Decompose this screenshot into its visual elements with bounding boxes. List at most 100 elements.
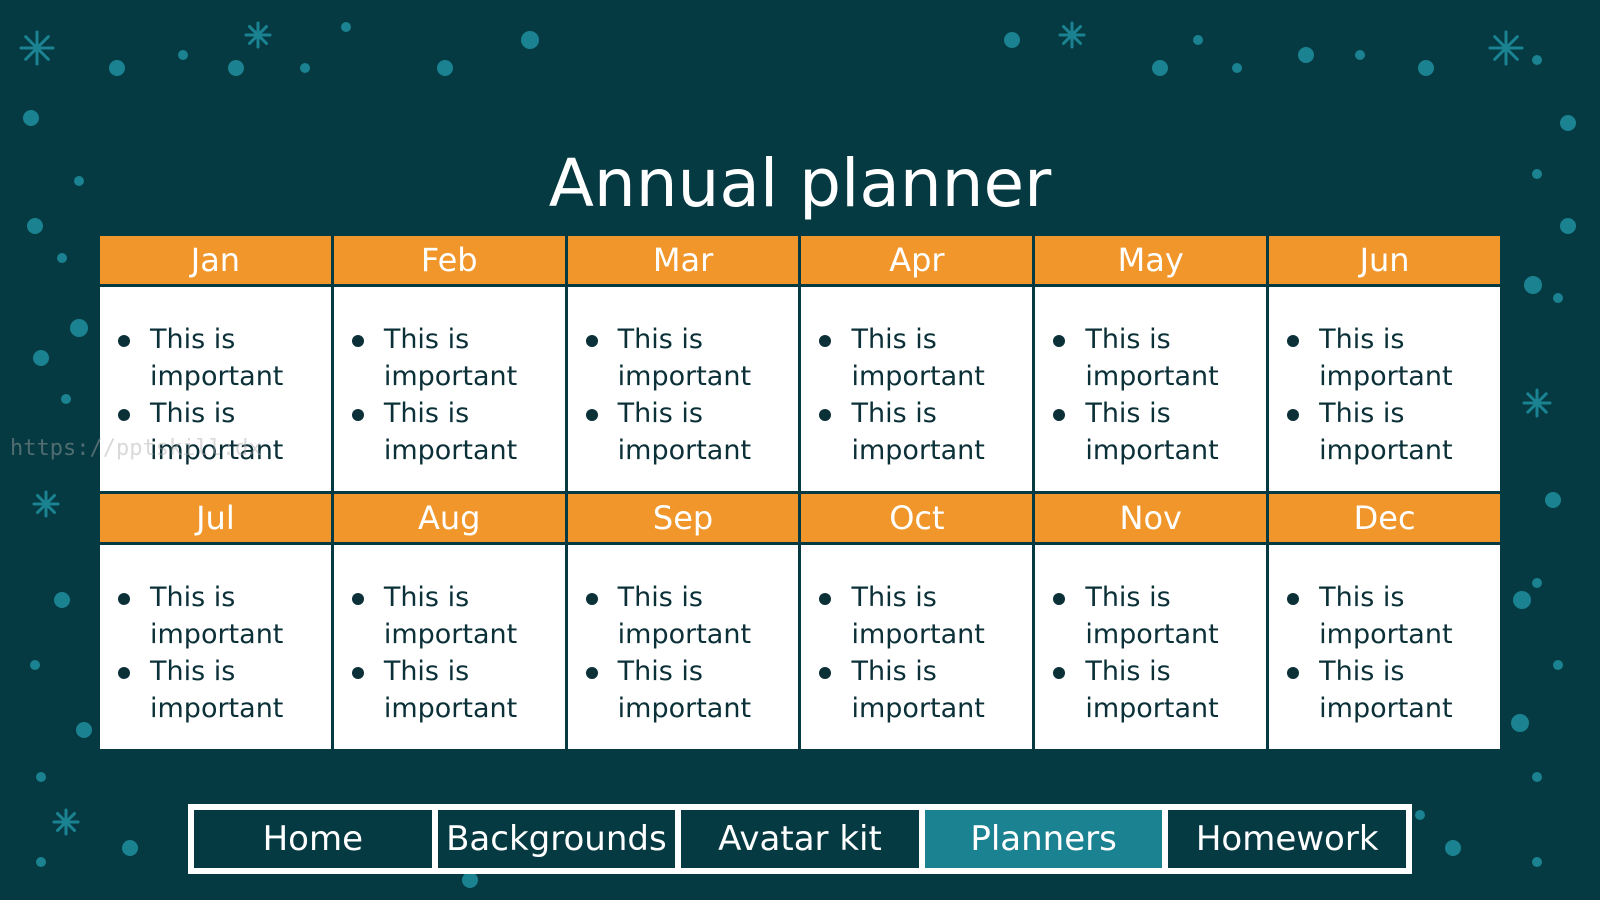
snow-dot <box>462 872 478 888</box>
nav-button-planners[interactable]: Planners <box>924 810 1163 868</box>
snow-dot <box>1232 63 1242 73</box>
snow-dot <box>30 660 40 670</box>
nav-button-homework[interactable]: Homework <box>1168 810 1406 868</box>
bullet-item: This is important <box>350 653 557 727</box>
month-header-dec: Dec <box>1269 494 1500 542</box>
month-header-jul: Jul <box>100 494 331 542</box>
bullet-item: This is important <box>1285 653 1492 727</box>
snow-dot <box>70 319 88 337</box>
snow-dot <box>341 22 351 32</box>
bullet-item: This is important <box>1285 395 1492 469</box>
month-header-nov: Nov <box>1035 494 1267 542</box>
snow-dot <box>1560 115 1576 131</box>
snow-dot <box>36 772 46 782</box>
snow-dot <box>1418 60 1434 76</box>
month-header-apr: Apr <box>801 236 1033 284</box>
snowflake-icon <box>1488 30 1524 66</box>
snow-dot <box>1560 218 1576 234</box>
snow-dot <box>1298 47 1314 63</box>
snowflake-icon <box>1522 388 1552 418</box>
snow-dot <box>437 60 453 76</box>
snow-dot <box>300 63 310 73</box>
snow-dot <box>1532 169 1542 179</box>
month-header-may: May <box>1035 236 1267 284</box>
bullet-item: This is important <box>1285 321 1492 395</box>
month-header-aug: Aug <box>333 494 565 542</box>
month-header-feb: Feb <box>333 236 565 284</box>
bullet-item: This is important <box>1051 579 1258 653</box>
snowflake-icon <box>1058 21 1086 49</box>
bullet-item: This is important <box>817 395 1024 469</box>
month-header-mar: Mar <box>567 236 799 284</box>
bullet-item: This is important <box>817 579 1024 653</box>
bullet-item: This is important <box>350 579 557 653</box>
snow-dot <box>521 31 539 49</box>
snow-dot <box>1004 32 1020 48</box>
snow-dot <box>57 253 67 263</box>
snow-dot <box>1532 578 1542 588</box>
bullet-item: This is important <box>116 653 323 727</box>
bullet-item: This is important <box>584 653 791 727</box>
bullet-item: This is important <box>1051 321 1258 395</box>
snowflake-icon <box>244 21 272 49</box>
snow-dot <box>178 50 188 60</box>
bullet-item: This is important <box>584 321 791 395</box>
snow-dot <box>1513 591 1531 609</box>
month-header-jun: Jun <box>1269 236 1500 284</box>
nav-button-avatar-kit[interactable]: Avatar kit <box>681 810 919 868</box>
bullet-item: This is important <box>1051 653 1258 727</box>
snow-dot <box>109 60 125 76</box>
snow-dot <box>1445 840 1461 856</box>
bullet-item: This is important <box>116 395 323 469</box>
snowflake-icon <box>19 30 55 66</box>
snow-dot <box>1532 55 1542 65</box>
snow-dot <box>27 218 43 234</box>
bullet-item: This is important <box>350 321 557 395</box>
snow-dot <box>1415 810 1425 820</box>
snowflake-icon <box>32 490 60 518</box>
snow-dot <box>122 840 138 856</box>
snow-dot <box>76 722 92 738</box>
nav-button-backgrounds[interactable]: Backgrounds <box>437 810 676 868</box>
snow-dot <box>54 592 70 608</box>
snow-dot <box>61 394 71 404</box>
snow-dot <box>1532 772 1542 782</box>
snow-dot <box>36 857 46 867</box>
bullet-item: This is important <box>1285 579 1492 653</box>
snow-dot <box>1152 60 1168 76</box>
snow-dot <box>1524 276 1542 294</box>
nav-button-home[interactable]: Home <box>194 810 432 868</box>
bullet-item: This is important <box>817 653 1024 727</box>
month-header-oct: Oct <box>801 494 1033 542</box>
month-header-sep: Sep <box>567 494 799 542</box>
bullet-item: This is important <box>116 321 323 395</box>
page-title: Annual planner <box>548 145 1052 223</box>
bullet-item: This is important <box>817 321 1024 395</box>
snow-dot <box>1193 35 1203 45</box>
month-header-jan: Jan <box>100 236 331 284</box>
